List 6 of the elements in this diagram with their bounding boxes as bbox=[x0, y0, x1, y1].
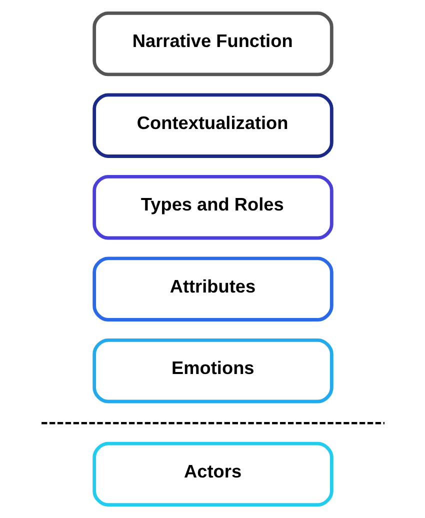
node-box: Actors bbox=[92, 442, 333, 507]
node-box: Emotions bbox=[92, 338, 333, 404]
node-box: Narrative Function bbox=[92, 11, 333, 76]
node-box: Attributes bbox=[92, 256, 333, 322]
node-box: Contextualization bbox=[92, 93, 333, 158]
node-box: Types and Roles bbox=[92, 174, 333, 240]
